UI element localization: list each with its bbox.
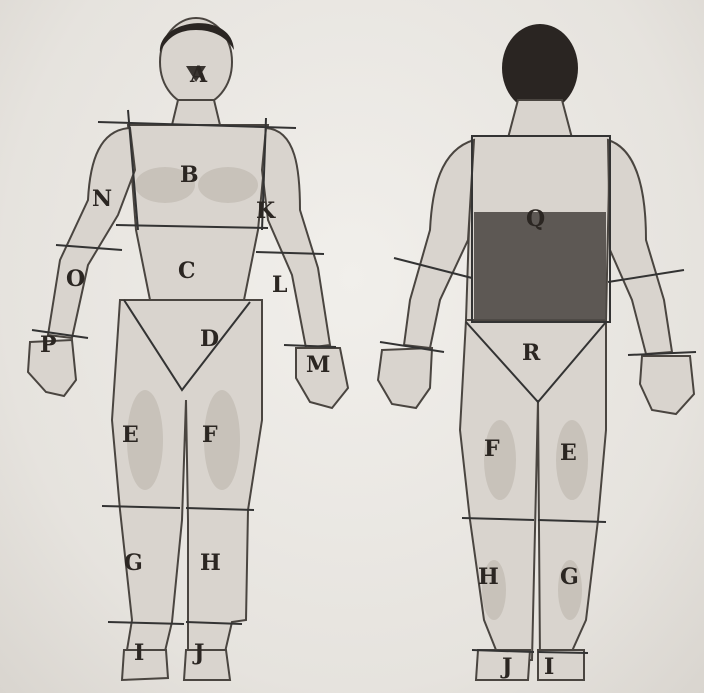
back-legs: [460, 320, 606, 660]
label-m: M: [306, 352, 330, 378]
label-i-front: I: [134, 640, 144, 666]
label-n: N: [92, 186, 112, 212]
front-foot-right: [184, 650, 230, 680]
front-figure: A B C D E F G H I J K L M N O P: [28, 18, 348, 680]
label-e-front: E: [122, 422, 139, 448]
label-i-back: I: [544, 654, 554, 680]
label-h-front: H: [200, 550, 221, 576]
label-h-back: H: [478, 564, 499, 590]
label-e-back: E: [560, 440, 577, 466]
back-head: [502, 24, 578, 112]
front-neck: [172, 100, 220, 125]
back-figure: Q R F E H G J I: [378, 24, 696, 680]
back-hand-left: [378, 348, 432, 408]
label-k: K: [256, 198, 276, 224]
label-d: D: [200, 326, 219, 352]
label-f-front: F: [202, 422, 218, 448]
front-foot-left: [122, 650, 168, 680]
back-arm-right: [608, 140, 672, 354]
label-b: B: [180, 162, 199, 188]
label-p: P: [40, 332, 57, 358]
back-line-ankle-right: [538, 652, 588, 653]
label-c: C: [178, 258, 196, 284]
label-a: A: [189, 62, 208, 88]
label-r: R: [522, 340, 541, 366]
front-arm-right: [262, 128, 330, 348]
label-l: L: [272, 272, 287, 298]
front-legs: [112, 300, 262, 672]
back-neck: [508, 100, 572, 138]
label-g-back: G: [560, 564, 579, 590]
label-q: Q: [526, 206, 545, 232]
front-torso: [128, 125, 268, 300]
back-hand-right: [640, 356, 694, 414]
label-g-front: G: [124, 550, 143, 576]
back-arm-left: [404, 140, 474, 348]
label-j-front: J: [192, 640, 204, 666]
label-f-back: F: [484, 436, 500, 462]
label-j-back: J: [500, 654, 512, 680]
label-o: O: [66, 266, 85, 292]
front-pec-right: [198, 167, 258, 203]
